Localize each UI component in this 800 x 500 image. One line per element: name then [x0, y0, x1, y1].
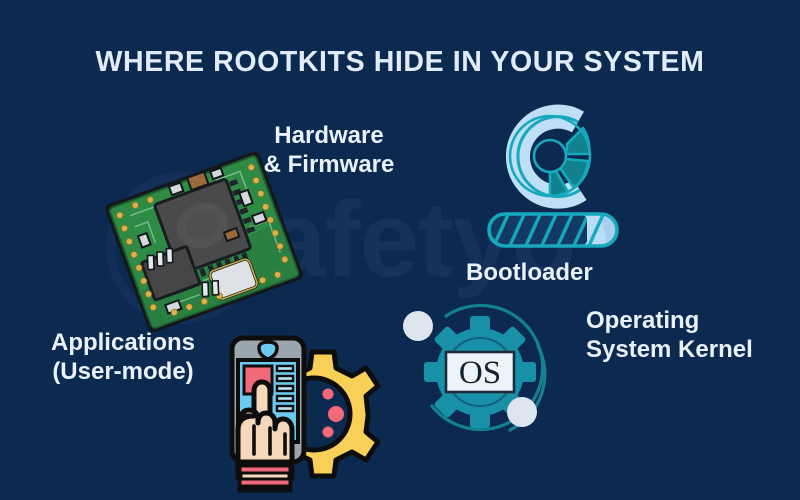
os-gear-label: OS — [459, 355, 501, 391]
label-applications-line2: (User-mode) — [52, 358, 194, 386]
label-hardware-line2: & Firmware — [263, 151, 395, 179]
label-bootloader-line1: Bootloader — [466, 259, 593, 286]
pointing-hand — [235, 379, 295, 493]
app-phone-hand-icon — [218, 334, 382, 496]
label-hardware-line1: Hardware — [274, 122, 384, 149]
label-oskernel-line1: Operating — [586, 307, 700, 334]
label-applications-user-mode: Applications (User-mode) — [18, 328, 228, 387]
page-title: WHERE ROOTKITS HIDE IN YOUR SYSTEM — [95, 46, 705, 78]
label-bootloader: Bootloader — [466, 258, 646, 287]
accent-dot-top-left — [403, 311, 433, 341]
label-operating-system-kernel: Operating System Kernel — [586, 306, 791, 365]
circuit-board-icon — [86, 148, 322, 336]
accent-dot-bottom-right — [507, 397, 537, 427]
label-oskernel-line2: System Kernel — [586, 336, 753, 364]
label-applications-line1: Applications — [50, 329, 195, 356]
os-gear-icon: OS — [398, 302, 562, 454]
donut-chart-icon — [492, 104, 608, 216]
label-hardware-firmware: Hardware & Firmware — [234, 121, 424, 180]
progress-bar-icon — [483, 206, 625, 256]
